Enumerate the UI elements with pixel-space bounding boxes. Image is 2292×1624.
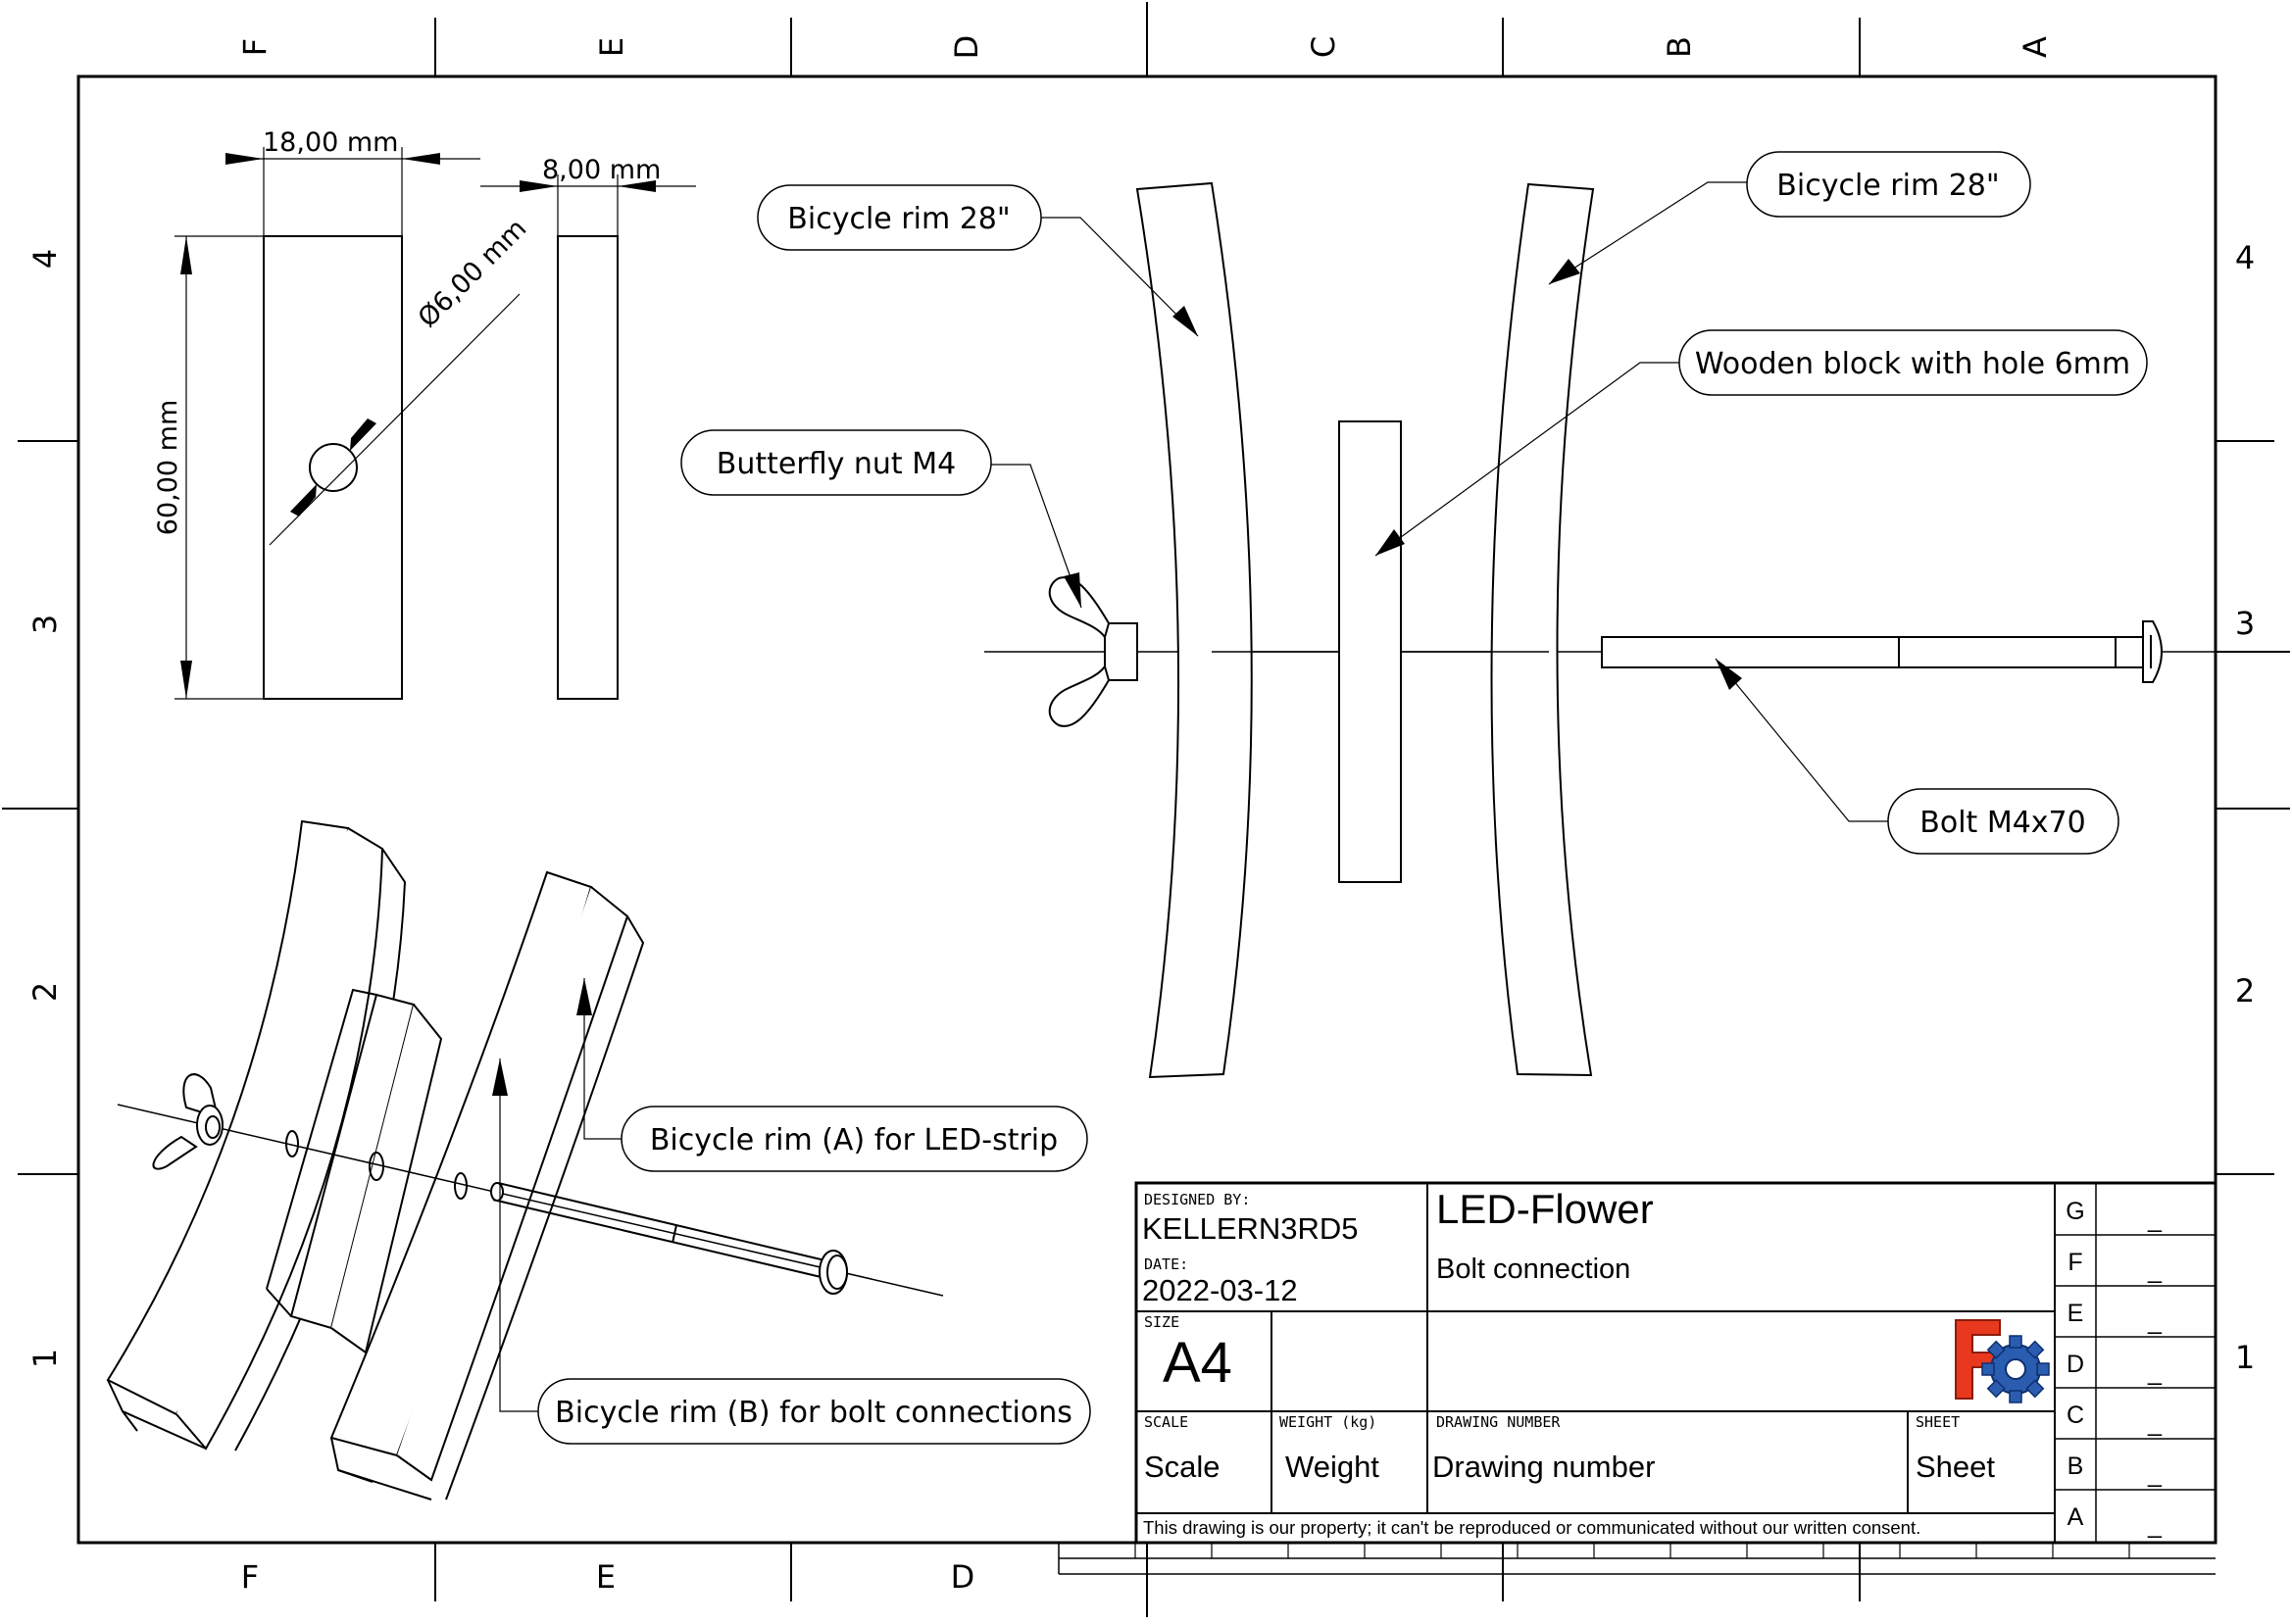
block-front-view bbox=[263, 235, 403, 700]
zone-row-right-3: 3 bbox=[2235, 605, 2255, 642]
zone-row-left-4: 4 bbox=[26, 249, 64, 269]
revision-value-a: _ bbox=[2147, 1511, 2163, 1539]
scale-label: SCALE bbox=[1144, 1413, 1188, 1431]
scale-value: Scale bbox=[1144, 1450, 1221, 1484]
zone-col-top-e: E bbox=[593, 37, 630, 57]
rim-right-shape bbox=[1490, 182, 1595, 1077]
freecad-logo-icon bbox=[1955, 1319, 2050, 1403]
drawing-subtitle: Bolt connection bbox=[1436, 1254, 1630, 1285]
dim-width-label: 18,00 mm bbox=[263, 127, 398, 158]
date-label: DATE: bbox=[1144, 1255, 1188, 1273]
zone-row-right-2: 2 bbox=[2235, 972, 2255, 1009]
zone-row-left-3: 3 bbox=[26, 615, 64, 634]
dim-height-label: 60,00 mm bbox=[153, 400, 183, 535]
callout-bubbles bbox=[537, 151, 2148, 1445]
revision-value-d: _ bbox=[2147, 1358, 2163, 1386]
isometric-view bbox=[106, 819, 944, 1501]
revision-letter-a: A bbox=[2068, 1503, 2084, 1531]
assembly-side-view bbox=[984, 181, 2269, 1079]
size-value: A4 bbox=[1163, 1331, 1232, 1395]
butterfly-nut-shape bbox=[1048, 576, 1138, 727]
revision-letter-e: E bbox=[2068, 1300, 2084, 1327]
revision-letter-c: C bbox=[2067, 1402, 2084, 1429]
revision-value-b: _ bbox=[2147, 1460, 2163, 1488]
block-side-view bbox=[557, 235, 619, 700]
zone-row-left-2: 2 bbox=[26, 982, 64, 1002]
wooden-block-shape bbox=[1338, 420, 1402, 883]
zone-col-bottom-f: F bbox=[241, 1558, 259, 1596]
dim-thickness-label: 8,00 mm bbox=[542, 155, 661, 185]
dim-hole-label: Ø6,00 mm bbox=[413, 214, 533, 334]
rim-left-shape bbox=[1135, 181, 1253, 1079]
iso-wooden-block bbox=[266, 988, 443, 1354]
zone-col-top-c: C bbox=[1305, 36, 1342, 58]
title-block-texts: DESIGNED BY: KELLERN3RD5 DATE: 2022-03-1… bbox=[1142, 1186, 2163, 1539]
callout-rim-right: Bicycle rim 28" bbox=[1776, 169, 1999, 203]
disclaimer-text: This drawing is our property; it can't b… bbox=[1143, 1517, 1920, 1538]
designed-by-label: DESIGNED BY: bbox=[1144, 1191, 1250, 1208]
drawing-number-value: Drawing number bbox=[1432, 1450, 1655, 1484]
dimension-arrows bbox=[180, 153, 656, 699]
zone-col-top-d: D bbox=[948, 35, 985, 60]
date-value: 2022-03-12 bbox=[1142, 1273, 1298, 1307]
weight-label: WEIGHT (kg) bbox=[1279, 1413, 1376, 1431]
sheet-value: Sheet bbox=[1916, 1450, 1995, 1484]
revision-value-g: _ bbox=[2147, 1206, 2163, 1233]
drawing-number-label: DRAWING NUMBER bbox=[1436, 1413, 1561, 1431]
drawing-title: LED-Flower bbox=[1436, 1186, 1654, 1232]
callout-rim-b: Bicycle rim (B) for bolt connections bbox=[555, 1396, 1072, 1430]
callout-leaders bbox=[499, 181, 1888, 1412]
revision-letter-f: F bbox=[2068, 1249, 2082, 1276]
revision-letter-b: B bbox=[2068, 1452, 2084, 1480]
callout-rim-a: Bicycle rim (A) for LED-strip bbox=[650, 1123, 1058, 1157]
callout-rim-left: Bicycle rim 28" bbox=[787, 202, 1010, 236]
callout-butterfly-nut: Butterfly nut M4 bbox=[717, 447, 956, 481]
zone-col-top-a: A bbox=[2017, 36, 2054, 58]
zone-col-top-b: B bbox=[1661, 36, 1698, 58]
zone-col-bottom-d: D bbox=[951, 1558, 975, 1596]
callout-arrows bbox=[492, 259, 1742, 1096]
iso-bolt bbox=[117, 1104, 944, 1297]
callout-texts: Bicycle rim 28" Bicycle rim 28" Wooden b… bbox=[555, 169, 2130, 1430]
size-label: SIZE bbox=[1144, 1313, 1179, 1331]
zone-row-right-1: 1 bbox=[2235, 1339, 2255, 1376]
zone-col-top-f: F bbox=[236, 38, 274, 56]
zone-row-left-1: 1 bbox=[26, 1349, 64, 1368]
zone-col-bottom-e: E bbox=[596, 1558, 616, 1596]
revision-letter-d: D bbox=[2067, 1351, 2084, 1378]
iso-rim-b bbox=[329, 870, 645, 1501]
revision-value-e: _ bbox=[2147, 1307, 2163, 1335]
revision-value-f: _ bbox=[2147, 1256, 2163, 1284]
iso-butterfly-nut bbox=[152, 1073, 224, 1170]
sheet-label: SHEET bbox=[1916, 1413, 1960, 1431]
weight-value: Weight bbox=[1285, 1450, 1379, 1484]
bolt-shape bbox=[1601, 620, 2163, 683]
callout-bolt: Bolt M4x70 bbox=[1919, 806, 2085, 840]
revision-letter-g: G bbox=[2066, 1198, 2084, 1225]
zone-row-right-4: 4 bbox=[2235, 239, 2255, 276]
dimension-texts: 18,00 mm 8,00 mm 60,00 mm Ø6,00 mm bbox=[153, 127, 661, 535]
revision-value-c: _ bbox=[2147, 1409, 2163, 1437]
designed-by-value: KELLERN3RD5 bbox=[1142, 1211, 1359, 1246]
zone-labels: F E D C B A F E D 4 3 2 1 4 3 2 1 bbox=[26, 35, 2255, 1596]
callout-wooden-block: Wooden block with hole 6mm bbox=[1695, 347, 2130, 381]
